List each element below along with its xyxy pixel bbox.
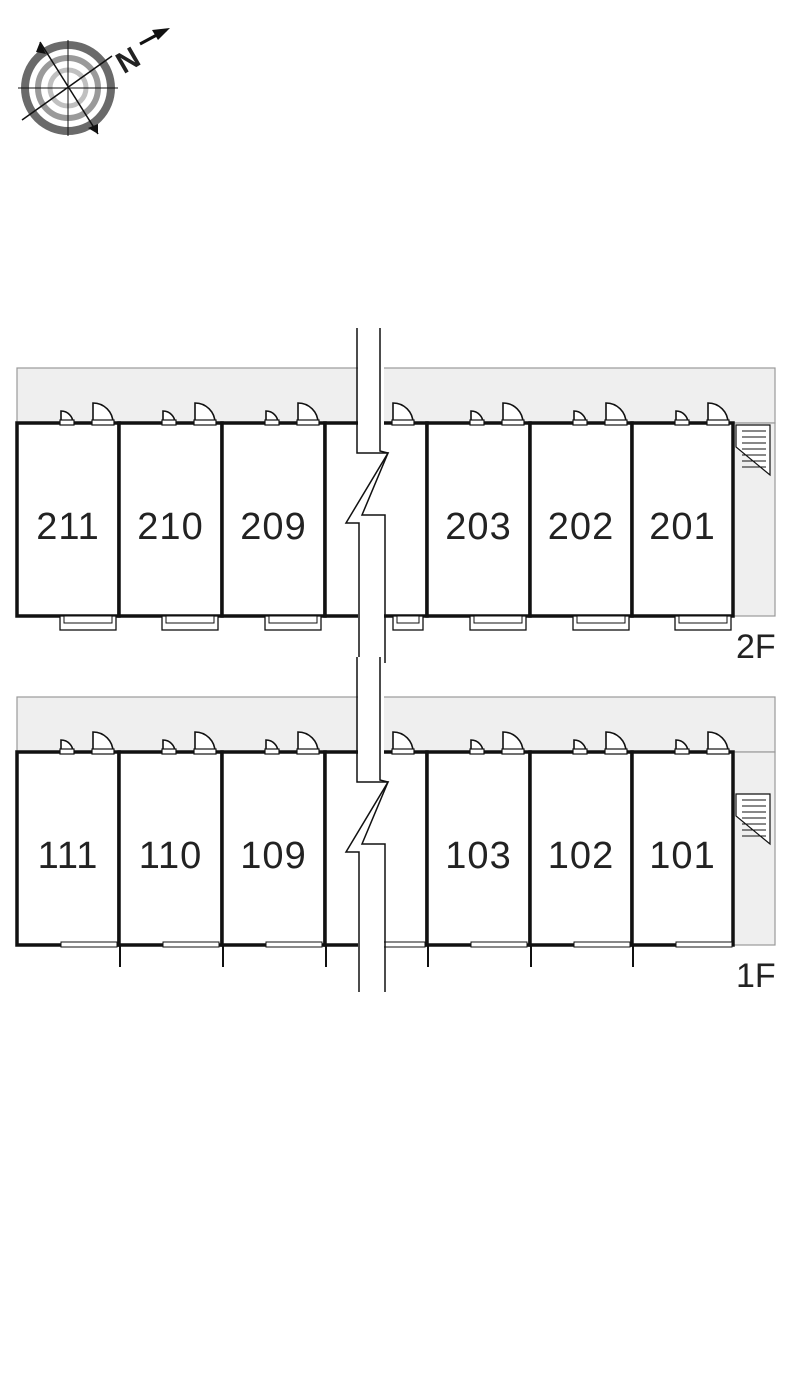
door-frame — [469, 419, 485, 426]
door-frame — [161, 419, 177, 426]
window — [470, 941, 528, 948]
door-frame — [59, 748, 75, 755]
door-frame — [572, 419, 588, 426]
door-frame — [264, 419, 280, 426]
door-frame — [674, 419, 690, 426]
unit-number-label: 202 — [548, 506, 614, 548]
floor-label: 2F — [736, 628, 776, 666]
door-frame — [193, 748, 217, 755]
unit-room — [528, 750, 634, 947]
door-frame — [264, 748, 280, 755]
unit-number-label: 110 — [139, 835, 203, 877]
door-frame — [193, 419, 217, 426]
window — [162, 941, 220, 948]
window — [60, 941, 118, 948]
unit-number-label: 111 — [38, 835, 99, 877]
door-frame — [469, 748, 485, 755]
unit-number-label: 209 — [240, 506, 306, 548]
balcony-window — [576, 615, 626, 624]
floor-1f: 111 110 109 103 102 101 1F — [15, 657, 776, 995]
unit-room — [220, 421, 327, 618]
window — [265, 941, 323, 948]
break-line-right — [360, 328, 390, 663]
door-frame — [59, 419, 75, 426]
door-frame — [604, 419, 628, 426]
balcony-window — [165, 615, 215, 624]
door-frame — [296, 748, 320, 755]
window — [675, 941, 733, 948]
floors-group: 211 210 209 203 202 201 2F 111 110 109 103 102 101 1F — [15, 328, 776, 995]
door-frame — [674, 748, 690, 755]
unit-room — [425, 750, 532, 947]
door-frame — [604, 748, 628, 755]
door-frame — [391, 748, 415, 755]
window — [573, 941, 631, 948]
unit-number-label: 109 — [240, 835, 306, 877]
unit-number-label: 102 — [548, 835, 614, 877]
door-frame — [572, 748, 588, 755]
break-line-left — [344, 657, 390, 992]
unit-number-label: 211 — [36, 506, 100, 548]
unit-number-label: 103 — [445, 835, 511, 877]
floor-2f: 211 210 209 203 202 201 2F — [15, 328, 776, 666]
unit-room — [528, 421, 634, 618]
floor-label: 1F — [736, 957, 776, 995]
door-frame — [391, 419, 415, 426]
balcony-window — [678, 615, 728, 624]
unit-room — [117, 421, 224, 618]
door-frame — [706, 748, 730, 755]
door-frame — [706, 419, 730, 426]
balcony-window — [63, 615, 113, 624]
balcony-window — [473, 615, 523, 624]
unit-number-label: 203 — [445, 506, 511, 548]
unit-number-label: 101 — [649, 835, 715, 877]
door-frame — [501, 419, 525, 426]
door-frame — [161, 748, 177, 755]
break-line-left — [344, 328, 390, 663]
landing-area — [732, 751, 776, 946]
door-frame — [296, 419, 320, 426]
balcony-window — [396, 615, 420, 624]
balcony-window — [268, 615, 318, 624]
unit-number-label: 201 — [649, 506, 715, 548]
door-frame — [91, 748, 115, 755]
door-frame — [501, 748, 525, 755]
break-line-right — [360, 657, 390, 992]
compass-north-icon: N — [18, 28, 170, 136]
compass-north-letter: N — [111, 41, 146, 80]
door-frame — [91, 419, 115, 426]
unit-number-label: 210 — [137, 506, 203, 548]
